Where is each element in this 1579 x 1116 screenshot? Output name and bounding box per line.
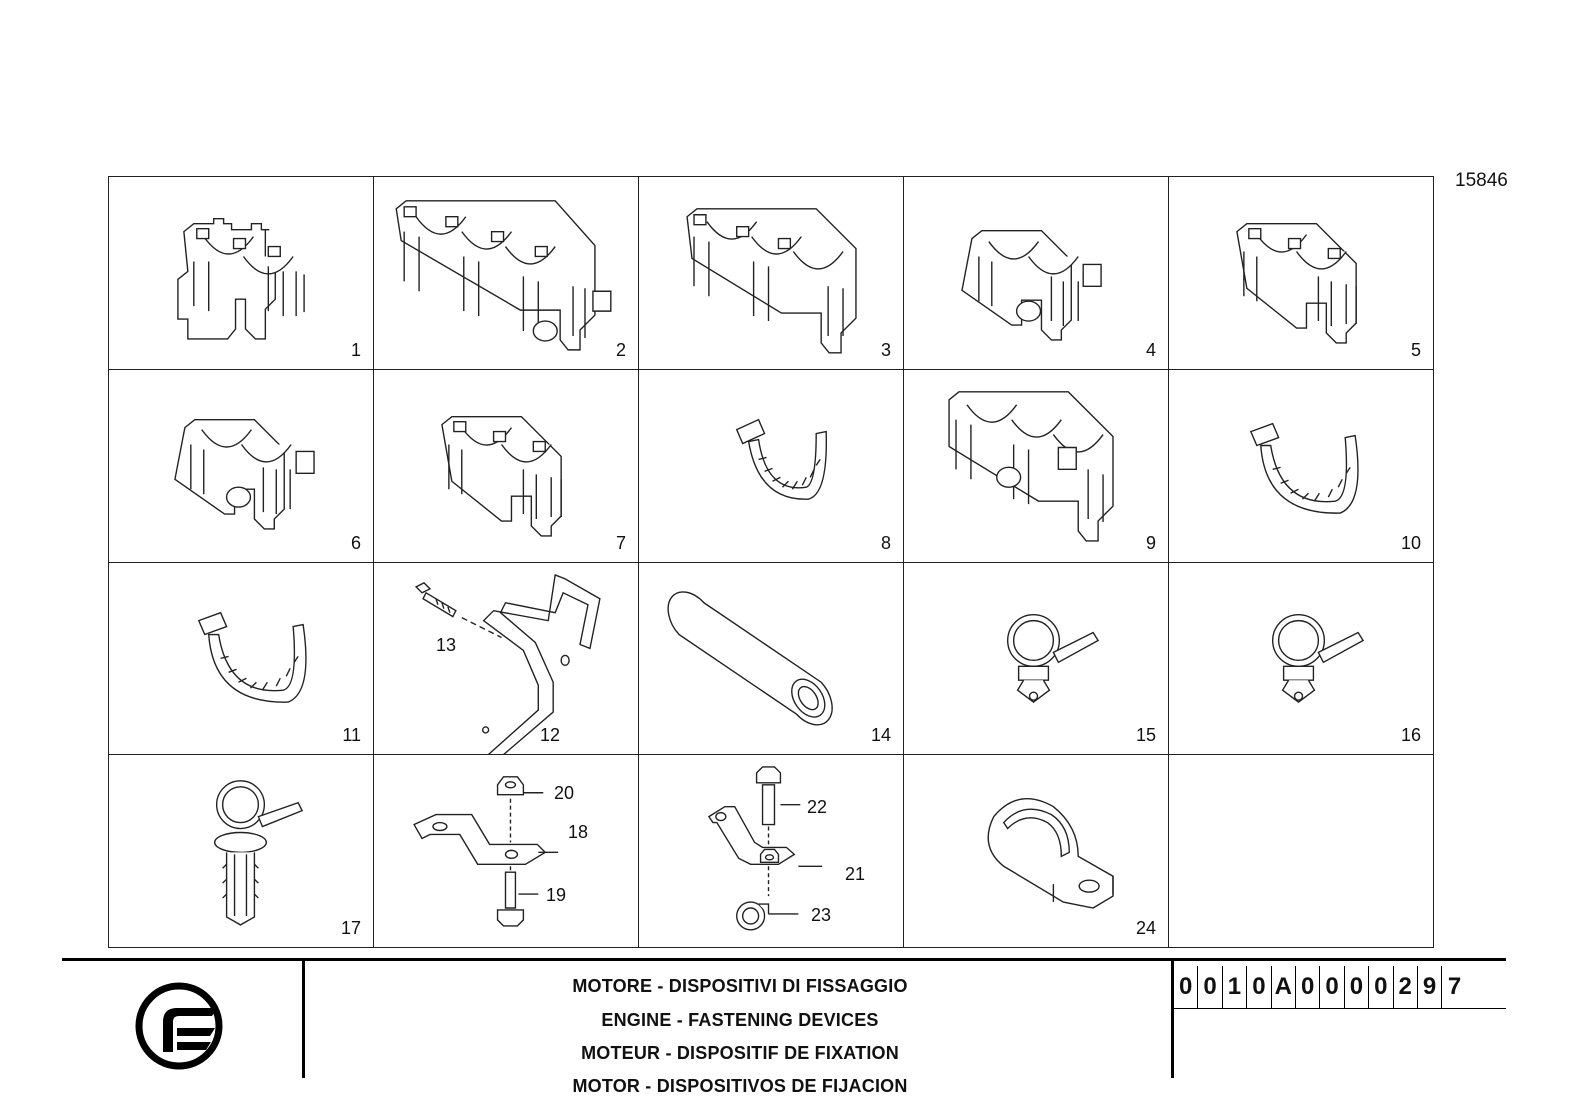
double-pipe-clip-icon (1236, 223, 1357, 344)
part-number: 12 (539, 725, 560, 746)
part-cell-24[interactable]: 24 (904, 755, 1169, 948)
part-cell-9[interactable]: 9 (904, 369, 1169, 563)
part-cell-6[interactable]: 6 (109, 369, 374, 563)
part-number: 19 (546, 885, 567, 906)
part-number: 24 (1135, 918, 1156, 938)
part-number: 9 (1145, 532, 1156, 553)
part-number: 13 (436, 634, 457, 655)
code-char: 2 (1394, 966, 1418, 1008)
part-code: 0 0 1 0 A 0 0 0 0 2 9 7 (1174, 966, 1467, 1008)
drawing-number: 15846 (1455, 170, 1508, 191)
double-pipe-clip-icon (441, 415, 562, 537)
code-char: 0 (1198, 966, 1223, 1008)
part-cell-16[interactable]: 16 (1169, 562, 1434, 756)
part-number: 4 (1145, 339, 1156, 360)
code-char: 7 (1447, 973, 1462, 1000)
part-number: 2 (615, 339, 626, 360)
double-pipe-clip-icon (177, 218, 305, 340)
part-cell-2[interactable]: 2 (374, 177, 639, 370)
part-cell-8[interactable]: 8 (639, 369, 904, 563)
part-number: 1 (350, 339, 361, 360)
part-cell-1[interactable]: 1 (109, 177, 374, 370)
cable-tie-icon (1249, 422, 1359, 514)
parts-grid: 1 2 3 (108, 176, 1434, 948)
title-spanish: MOTOR - DISPOSITIVOS DE FIJACION (572, 1076, 908, 1096)
part-cell-4[interactable]: 4 (904, 177, 1169, 370)
part-cell-7[interactable]: 7 (374, 369, 639, 563)
hose-clamp-with-push-pin-icon (1006, 613, 1100, 703)
triple-pipe-clip-with-stud-icon (948, 390, 1114, 542)
double-pipe-clip-with-stud-icon (174, 418, 315, 530)
code-char: 0 (1247, 966, 1272, 1008)
part-number: 17 (340, 918, 361, 938)
manufacturer-logo-icon (135, 982, 223, 1070)
part-cell-17[interactable]: 17 (109, 755, 374, 948)
part-cell-10[interactable]: 10 (1169, 369, 1434, 563)
flat-bracket-assembly-icon (413, 776, 559, 927)
title-french: MOTEUR - DISPOSITIF DE FIXATION (581, 1043, 899, 1063)
part-cell-11[interactable]: 11 (109, 562, 374, 756)
part-cell-empty (1169, 755, 1434, 948)
part-number: 22 (807, 797, 828, 818)
part-cell-18[interactable]: 20 19 18 (374, 755, 639, 948)
code-char: 0 (1296, 966, 1321, 1008)
code-char: 0 (1369, 966, 1394, 1008)
part-cell-5[interactable]: 5 (1169, 177, 1434, 370)
double-pipe-clip-with-stud-icon (961, 229, 1102, 341)
code-char: 0 (1174, 966, 1199, 1008)
part-cell-12[interactable]: 13 12 (374, 562, 639, 756)
triple-pipe-clip-icon (686, 208, 857, 354)
part-number: 10 (1400, 532, 1421, 553)
hose-clamp-with-fir-tree-pin-icon (213, 780, 304, 926)
hose-clamp-with-push-pin-icon (1271, 613, 1365, 703)
part-cell-21[interactable]: 22 21 23 (639, 755, 904, 948)
part-cell-14[interactable]: 14 (639, 562, 904, 756)
title-italian: MOTORE - DISPOSITIVI DI FISSAGGIO (572, 976, 908, 996)
bracket-assembly-with-clamp-icon (707, 766, 823, 931)
part-number: 6 (350, 532, 361, 553)
part-number: 11 (342, 725, 361, 746)
cable-tie-icon (197, 611, 307, 703)
part-number: 14 (870, 725, 891, 746)
part-number: 15 (1135, 725, 1156, 746)
cable-tie-icon (735, 418, 828, 500)
part-cell-3[interactable]: 3 (639, 177, 904, 370)
code-char: 1 (1223, 966, 1248, 1008)
code-char: 0 (1345, 966, 1370, 1008)
p-clip-icon (987, 798, 1114, 909)
part-number: 5 (1410, 339, 1421, 360)
part-number: 20 (554, 783, 575, 804)
part-number: 7 (615, 532, 626, 553)
bracket-with-bolt-icon (414, 573, 601, 755)
part-number: 23 (811, 905, 832, 926)
code-char: 9 (1418, 966, 1443, 1008)
title-english: ENGINE - FASTENING DEVICES (601, 1010, 879, 1030)
part-number: 18 (567, 822, 588, 842)
part-number: 16 (1400, 725, 1421, 746)
part-number: 3 (880, 339, 891, 360)
rubber-sleeve-icon (667, 590, 833, 725)
part-number: 8 (880, 532, 891, 553)
part-number: 21 (844, 864, 865, 884)
code-char: A (1272, 966, 1296, 1008)
part-cell-15[interactable]: 15 (904, 562, 1169, 756)
code-char: 0 (1320, 966, 1345, 1008)
quad-pipe-clip-with-stud-icon (395, 200, 612, 351)
